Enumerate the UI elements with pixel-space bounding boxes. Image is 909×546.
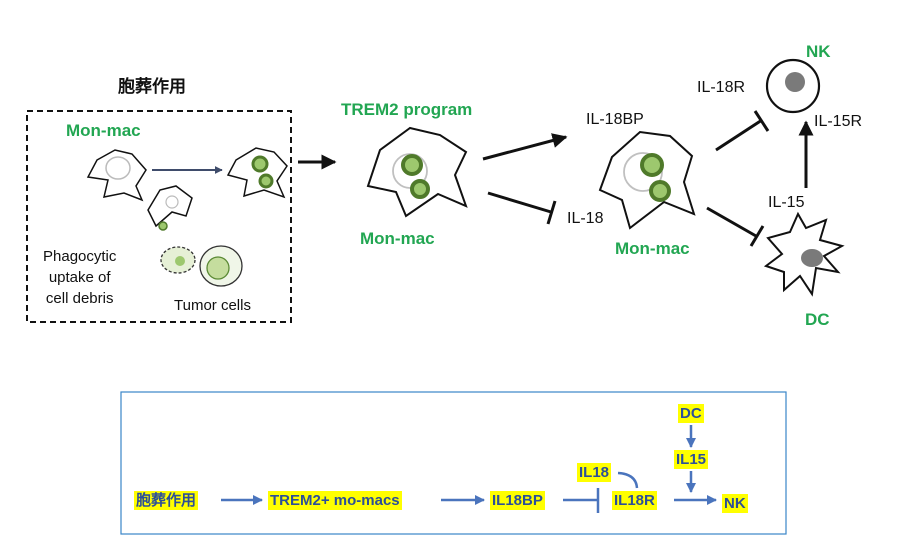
apoptotic-cell xyxy=(147,185,193,231)
right-monmac-cell xyxy=(598,130,696,230)
tumor-cell xyxy=(199,245,243,287)
inhibit-dc xyxy=(706,206,757,238)
phagocytosis-box xyxy=(26,110,292,323)
il18r-label: IL-18R xyxy=(697,79,746,96)
trem2-program-label: TREM2 program xyxy=(341,100,473,119)
tumor-cells-label: Tumor cells xyxy=(174,297,251,314)
flow-trem2-momacs: TREM2+ mo-macs xyxy=(268,491,402,510)
flow-nk: NK xyxy=(722,494,748,513)
flow-il18r: IL18R xyxy=(612,491,657,510)
flow-il15: IL15 xyxy=(674,450,709,469)
il15r-label: IL-15R xyxy=(814,113,863,130)
right-monmac-label: Mon-mac xyxy=(615,239,690,258)
il18-label: IL-18 xyxy=(567,210,604,227)
dc-cell xyxy=(763,211,845,297)
trem2-monmac-cell xyxy=(366,126,468,218)
il15-label: IL-15 xyxy=(768,194,805,211)
monocyte-cell-loaded xyxy=(226,147,288,199)
flow-il18: IL18 xyxy=(577,463,612,482)
arrow-to-il18bp xyxy=(482,133,568,161)
phago-line-2: uptake of xyxy=(48,269,111,286)
nk-cell xyxy=(765,58,821,114)
box-monmac-label: Mon-mac xyxy=(66,121,141,140)
phagocytic-uptake-label: Phagocytic uptake of cell debris xyxy=(43,246,116,309)
phago-line-1: Phagocytic xyxy=(43,248,117,265)
dc-label: DC xyxy=(805,310,830,329)
center-monmac-label: Mon-mac xyxy=(360,229,435,248)
phago-line-3: cell debris xyxy=(45,290,114,307)
monocyte-cell-empty xyxy=(86,149,147,202)
nk-label: NK xyxy=(806,42,831,61)
inhibit-il18 xyxy=(487,191,552,214)
il18bp-label: IL-18BP xyxy=(586,111,644,128)
flow-il18bp: IL18BP xyxy=(490,491,545,510)
flow-phagocytosis: 胞葬作用 xyxy=(134,491,199,510)
flow-dc: DC xyxy=(678,404,704,423)
phagocytosis-title: 胞葬作用 xyxy=(118,77,186,96)
inhibit-il18r xyxy=(715,118,763,152)
